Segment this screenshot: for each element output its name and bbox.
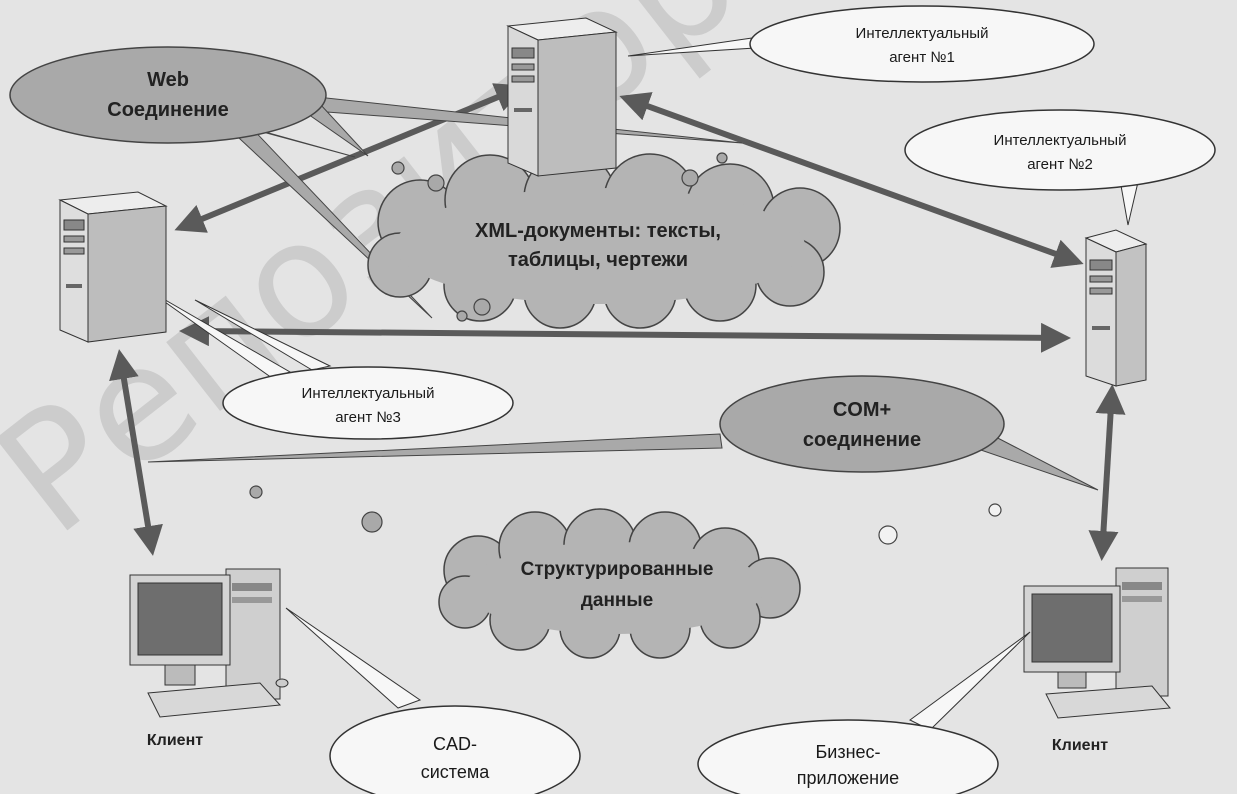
business-label-line2: приложение: [797, 768, 899, 788]
structured-data-cloud: Структурированные данные: [438, 508, 801, 659]
client-left-label: Клиент: [147, 732, 203, 749]
arrow-server1-server2: [619, 92, 1084, 268]
com-connection-bubble: [719, 375, 1005, 473]
arrow-server1-server3: [174, 83, 526, 233]
com-connection-callout: COM+ соединение: [147, 375, 1099, 491]
arrow-server3-client-left: [109, 349, 163, 556]
xml-cloud-label-line2: таблицы, чертежи: [508, 249, 688, 271]
agent1-label-line1: Интеллектуальный: [856, 25, 989, 42]
web-connection-label-line1: Web: [147, 69, 189, 91]
cad-label-line1: CAD-: [433, 734, 477, 754]
arrow-server3-server2: [179, 316, 1071, 353]
xml-cloud-label-line1: XML-документы: тексты,: [475, 220, 721, 242]
server-agent3: [58, 191, 168, 343]
com-connection-label-line1: COM+: [833, 399, 891, 421]
cad-system-callout: CAD- система: [285, 607, 581, 794]
server-agent1: [506, 17, 618, 177]
cad-label-line2: система: [421, 762, 490, 782]
agent2-label-line1: Интеллектуальный: [994, 132, 1127, 149]
business-app-callout: Бизнес- приложение: [697, 631, 1031, 794]
server-agent2: [1084, 229, 1148, 387]
agent3-label-line2: агент №3: [335, 409, 401, 426]
xml-documents-cloud: XML-документы: тексты, таблицы, чертежи: [367, 151, 841, 329]
agent3-label-line1: Интеллектуальный: [302, 385, 435, 402]
thought-bubbles: [249, 152, 1002, 545]
client-right-label: Клиент: [1052, 737, 1108, 754]
client-computer-right: [1023, 567, 1171, 719]
com-connection-label-line2: соединение: [803, 429, 921, 451]
agent3-callout: Интеллектуальный агент №3: [147, 289, 514, 440]
agent2-callout: Интеллектуальный агент №2: [904, 109, 1216, 226]
agent1-label-line2: агент №1: [889, 49, 955, 66]
agent1-callout: Интеллектуальный агент №1: [627, 5, 1095, 83]
web-connection-bubble: [9, 46, 327, 144]
structured-data-label-line2: данные: [581, 590, 653, 611]
connection-arrows: [109, 83, 1126, 561]
client-computer-left: [129, 568, 289, 718]
agent2-label-line2: агент №2: [1027, 156, 1093, 173]
business-label-line1: Бизнес-: [815, 742, 880, 762]
arrow-server2-client-right: [1088, 384, 1126, 561]
structured-data-label-line1: Структурированные: [521, 559, 714, 580]
web-connection-label-line2: Соединение: [107, 99, 228, 121]
